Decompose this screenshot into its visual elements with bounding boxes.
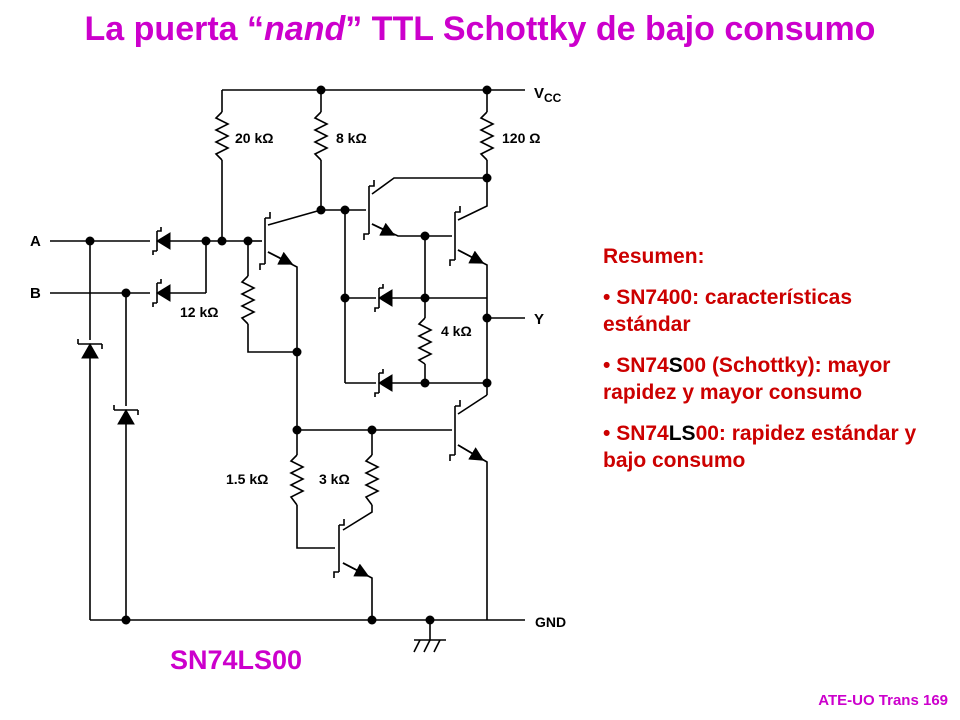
resistor-8k: [313, 111, 329, 161]
resistor-20k: [214, 111, 230, 161]
summary-item-low-power-schottky: • SN74LS00: rapidez estándar y bajo cons…: [603, 422, 917, 472]
r4-label: 12 kΩ: [180, 304, 218, 320]
vcc-label: VCC: [534, 85, 562, 105]
resistor-1-5k: [289, 454, 305, 506]
r5-label: 4 kΩ: [441, 323, 472, 339]
output-y-label: Y: [534, 311, 544, 328]
schematic-labels: VCC GND A B Y 20 kΩ 8 kΩ 120 Ω 12 kΩ 4 k…: [30, 85, 566, 630]
transistors: [259, 180, 485, 578]
resistor-3k: [364, 454, 380, 506]
diode-speedup-top: [374, 284, 393, 312]
resistor-120: [479, 111, 495, 161]
title-suffix: ” TTL Schottky de bajo consumo: [345, 10, 876, 48]
wires: [50, 89, 525, 653]
r2-label: 8 kΩ: [336, 130, 367, 146]
diode-input-a: [152, 227, 171, 255]
diode-clamp-a: [77, 339, 103, 359]
input-b-label: B: [30, 285, 41, 302]
summary-item-standard: • SN7400: características estándar: [603, 286, 853, 336]
title-emphasis: nand: [264, 10, 346, 48]
transistor-q1: [259, 212, 294, 270]
summary-heading: Resumen:: [603, 245, 705, 268]
r7-label: 3 kΩ: [319, 471, 350, 487]
input-a-label: A: [30, 233, 41, 250]
summary-item-schottky: • SN74S00 (Schottky): mayor rapidez y ma…: [603, 354, 891, 404]
diode-input-b: [152, 279, 171, 307]
resistor-4k: [417, 317, 433, 365]
junction-dots: [85, 85, 492, 625]
resistor-12k: [240, 275, 256, 325]
slide-footer: ATE-UO Trans 169: [818, 692, 948, 709]
resistors: [214, 111, 495, 506]
diodes: [77, 227, 393, 425]
r6-label: 1.5 kΩ: [226, 471, 268, 487]
diode-clamp-b: [113, 405, 139, 425]
chip-name: SN74LS00: [170, 645, 303, 675]
transistor-q4: [449, 400, 485, 461]
diode-speedup-bottom: [374, 369, 393, 397]
transistor-q5: [333, 519, 370, 578]
transistor-q2: [363, 180, 396, 240]
transistor-q3: [449, 206, 485, 266]
r3-label: 120 Ω: [502, 130, 540, 146]
gnd-label: GND: [535, 614, 566, 630]
title-prefix: La puerta “: [84, 10, 265, 48]
slide-title: La puerta “nand” TTL Schottky de bajo co…: [0, 10, 960, 49]
r1-label: 20 kΩ: [235, 130, 273, 146]
summary-panel: Resumen: • SN7400: características están…: [603, 243, 943, 488]
